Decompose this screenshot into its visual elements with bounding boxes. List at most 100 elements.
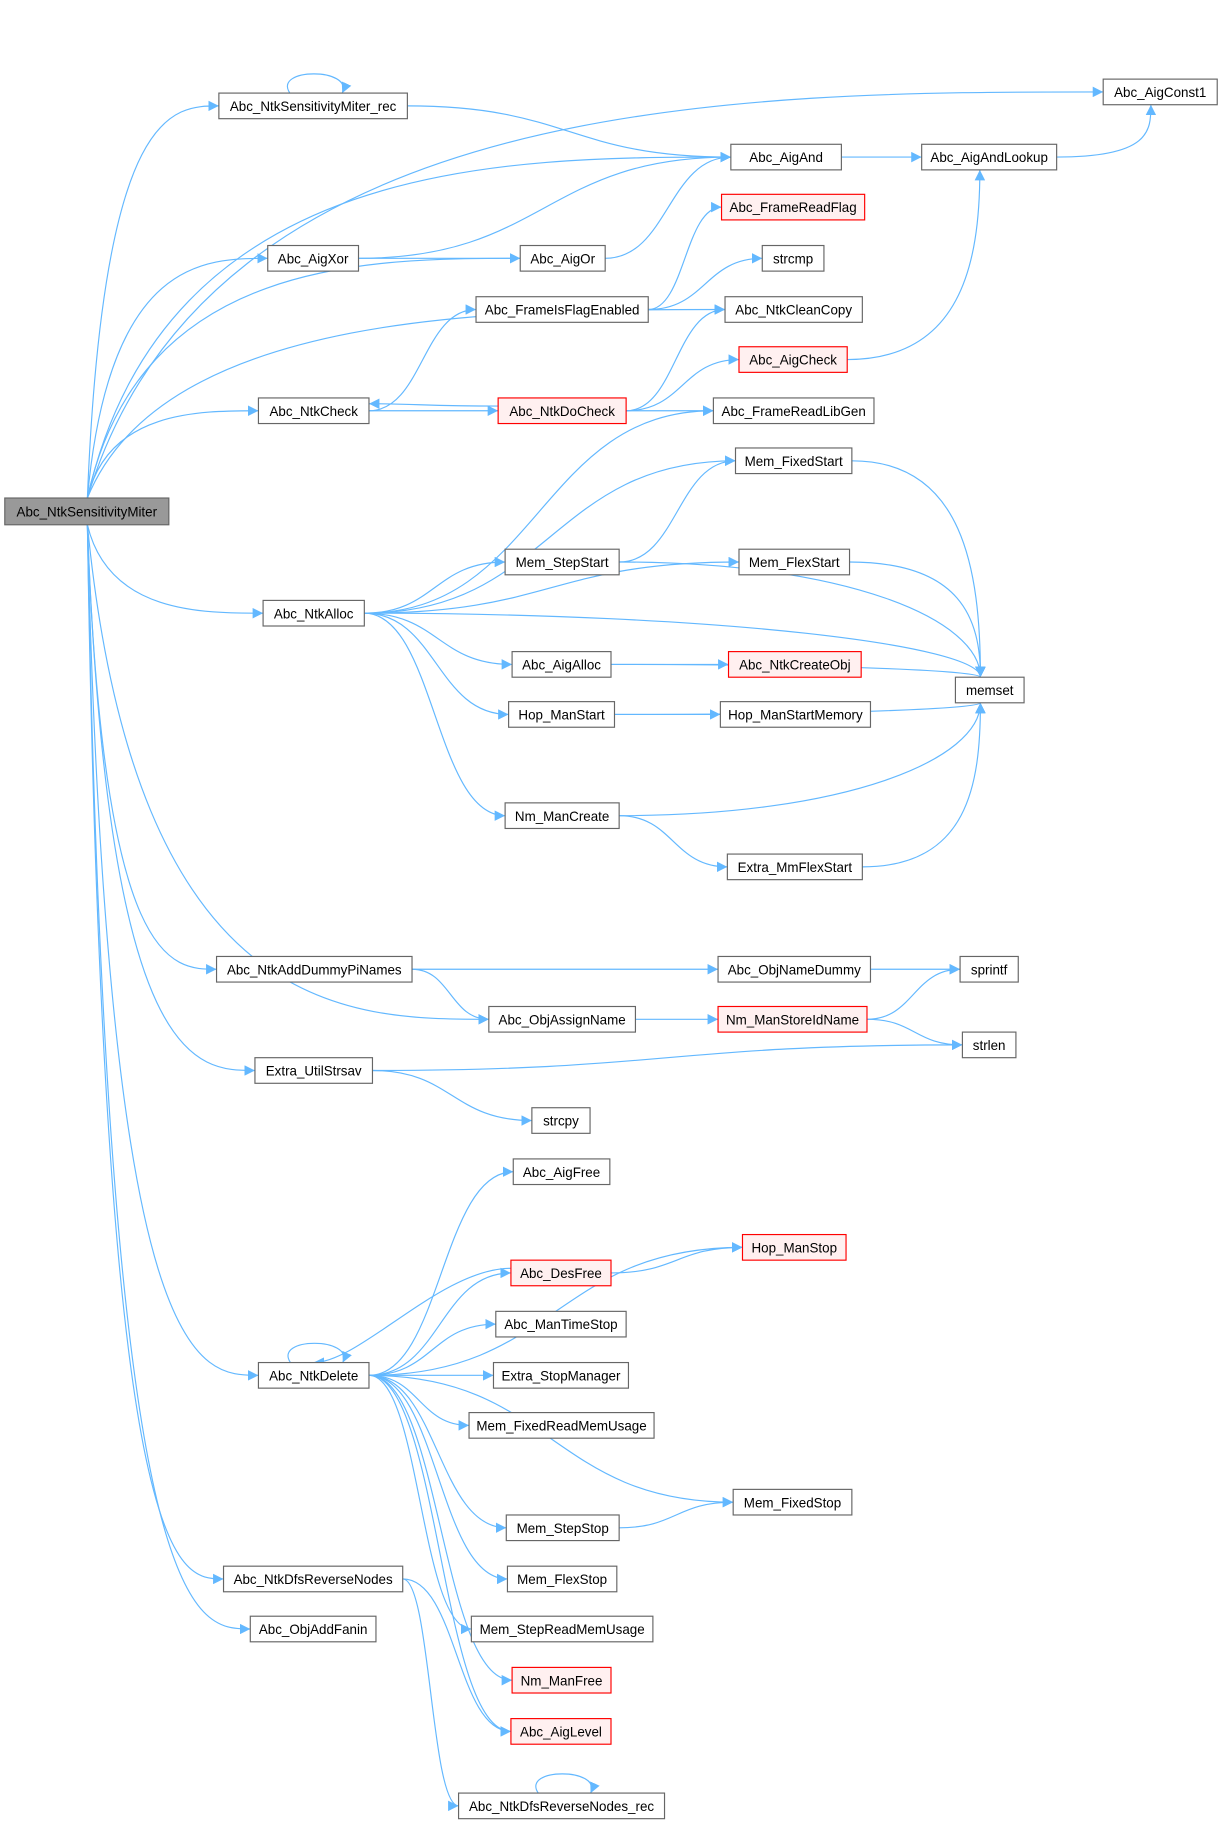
node-readflag[interactable]: Abc_FrameReadFlag <box>720 193 866 221</box>
edge-mmflexstart-to-memset <box>862 702 986 868</box>
node-label: Abc_AigCheck <box>749 353 837 368</box>
node-box <box>505 1514 620 1542</box>
edge-dfsrev-to-dfsrevrec <box>402 1578 459 1812</box>
node-dfsrev[interactable]: Abc_NtkDfsReverseNodes <box>222 1565 404 1593</box>
node-label: Abc_AigFree <box>523 1165 600 1180</box>
edge-root-to-aigand <box>86 151 731 499</box>
node-dummypi[interactable]: Abc_NtkAddDummyPiNames <box>215 955 413 983</box>
node-strcpy[interactable]: strcpy <box>531 1107 591 1134</box>
node-nmfree[interactable]: Nm_ManFree <box>511 1666 612 1694</box>
edge-fixedstart-to-memset <box>851 460 986 678</box>
node-box <box>257 397 370 425</box>
node-label: Abc_NtkCreateObj <box>739 657 851 672</box>
node-box <box>495 1310 627 1338</box>
node-label: strlen <box>973 1038 1006 1053</box>
node-label: strcpy <box>543 1114 579 1129</box>
node-box <box>921 143 1058 171</box>
node-libgen[interactable]: Abc_FrameReadLibGen <box>712 397 875 425</box>
node-sprintf[interactable]: sprintf <box>959 955 1019 983</box>
node-label: Abc_ObjAddFanin <box>259 1622 368 1637</box>
node-hopstop[interactable]: Hop_ManStop <box>741 1233 847 1261</box>
node-hopstart[interactable]: Hop_ManStart <box>508 701 616 728</box>
node-box <box>222 1565 404 1593</box>
node-aigfree[interactable]: Abc_AigFree <box>512 1158 611 1186</box>
node-box <box>717 955 872 983</box>
node-timestop[interactable]: Abc_ManTimeStop <box>495 1310 627 1338</box>
node-andlookup[interactable]: Abc_AigAndLookup <box>921 143 1058 171</box>
node-ntkcheck[interactable]: Abc_NtkCheck <box>257 397 370 425</box>
node-docheck[interactable]: Abc_NtkDoCheck <box>497 397 627 425</box>
edge-ntkalloc-to-libgen <box>364 405 714 614</box>
edge-root-to-aigxor <box>86 253 268 499</box>
node-box <box>511 1666 612 1694</box>
node-addfanin[interactable]: Abc_ObjAddFanin <box>249 1615 377 1643</box>
node-ntkalloc[interactable]: Abc_NtkAlloc <box>262 599 365 627</box>
node-aigxor[interactable]: Abc_AigXor <box>267 244 360 272</box>
node-memset[interactable]: memset <box>954 676 1025 704</box>
node-root[interactable]: Abc_NtkSensitivityMiter <box>4 497 170 526</box>
node-label: Mem_FlexStart <box>749 555 840 570</box>
edge-flexstart-to-memset <box>849 561 986 678</box>
node-box <box>215 955 413 983</box>
node-label: Abc_FrameReadFlag <box>730 200 857 215</box>
node-aigor[interactable]: Abc_AigOr <box>519 244 606 272</box>
node-fixedstop[interactable]: Mem_FixedStop <box>732 1488 853 1516</box>
node-nmcreate[interactable]: Nm_ManCreate <box>504 802 620 830</box>
node-stepusage[interactable]: Mem_StepReadMemUsage <box>470 1615 654 1643</box>
node-label: Mem_FixedReadMemUsage <box>476 1418 646 1433</box>
node-label: Abc_ObjNameDummy <box>728 962 861 977</box>
node-stepstop[interactable]: Mem_StepStop <box>505 1514 620 1542</box>
node-box <box>954 676 1025 704</box>
node-desfree[interactable]: Abc_DesFree <box>510 1259 612 1287</box>
node-hopstartmem[interactable]: Hop_ManStartMemory <box>719 701 872 728</box>
edge-hopstart-to-memset <box>614 702 986 716</box>
node-box <box>504 548 620 576</box>
edge-docheck-to-ntkcheck <box>368 398 499 409</box>
edge-root-to-const1 <box>86 86 1104 499</box>
nodes-layer: Abc_NtkSensitivityMiter Abc_NtkSensitivit… <box>4 78 1218 1820</box>
node-box <box>1102 78 1218 106</box>
node-box <box>510 1259 612 1287</box>
node-ntkdelete[interactable]: Abc_NtkDelete <box>257 1361 370 1389</box>
node-flexstop[interactable]: Mem_FlexStop <box>506 1565 618 1593</box>
node-label: Abc_NtkDfsReverseNodes <box>234 1572 393 1587</box>
node-aigcheck[interactable]: Abc_AigCheck <box>738 346 848 373</box>
node-miter_rec[interactable]: Abc_NtkSensitivityMiter_rec <box>218 92 408 120</box>
node-box <box>470 1615 654 1643</box>
node-box <box>506 1565 618 1593</box>
node-namedummy[interactable]: Abc_ObjNameDummy <box>717 955 872 983</box>
node-strcmp[interactable]: strcmp <box>761 244 825 272</box>
node-box <box>712 397 875 425</box>
node-label: Abc_AigAnd <box>749 150 823 165</box>
node-fixedstart[interactable]: Mem_FixedStart <box>734 447 853 475</box>
node-label: Nm_ManStoreIdName <box>726 1012 859 1027</box>
node-stepstart[interactable]: Mem_StepStart <box>504 548 620 576</box>
node-storeid[interactable]: Nm_ManStoreIdName <box>717 1005 868 1033</box>
node-strlen[interactable]: strlen <box>961 1031 1017 1059</box>
edge-ntkdelete-to-flexstop <box>368 1374 508 1585</box>
node-strsav[interactable]: Extra_UtilStrsav <box>254 1057 374 1084</box>
node-mmflexstart[interactable]: Extra_MmFlexStart <box>726 853 863 881</box>
node-label: Abc_DesFree <box>520 1266 602 1281</box>
node-aiglevel[interactable]: Abc_AigLevel <box>510 1718 612 1745</box>
node-const1[interactable]: Abc_AigConst1 <box>1102 78 1218 106</box>
node-aigalloc[interactable]: Abc_AigAlloc <box>511 651 612 678</box>
node-cleancopy[interactable]: Abc_NtkCleanCopy <box>724 296 863 323</box>
node-flagenabled[interactable]: Abc_FrameIsFlagEnabled <box>475 296 649 323</box>
node-label: Abc_NtkDoCheck <box>509 404 615 419</box>
node-fixedusage[interactable]: Mem_FixedReadMemUsage <box>468 1412 655 1439</box>
node-createobj[interactable]: Abc_NtkCreateObj <box>727 651 862 678</box>
node-box <box>218 92 408 120</box>
node-stopmgr[interactable]: Extra_StopManager <box>492 1361 630 1389</box>
edge-root-to-dfsrev <box>86 524 224 1585</box>
node-aigand[interactable]: Abc_AigAnd <box>730 143 842 171</box>
edge-ntkalloc-to-stepstart <box>364 556 506 614</box>
node-assignname[interactable]: Abc_ObjAssignName <box>488 1005 637 1033</box>
node-dfsrevrec[interactable]: Abc_NtkDfsReverseNodes_rec <box>457 1792 666 1820</box>
node-label: Abc_NtkDelete <box>269 1368 358 1383</box>
node-flexstart[interactable]: Mem_FlexStart <box>738 548 851 576</box>
node-label: Abc_NtkDfsReverseNodes_rec <box>469 1799 654 1814</box>
node-box <box>730 143 842 171</box>
node-label: Abc_FrameReadLibGen <box>722 404 866 419</box>
edge-root-to-miter_rec <box>86 100 219 499</box>
